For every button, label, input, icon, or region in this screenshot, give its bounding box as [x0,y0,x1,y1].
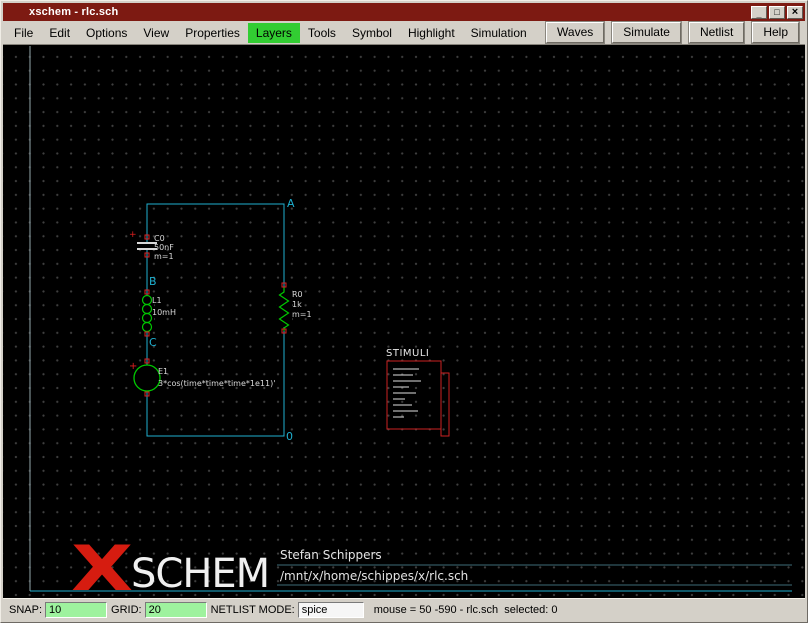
menu-properties[interactable]: Properties [177,23,248,43]
maximize-icon: □ [774,8,779,17]
help-button[interactable]: Help [752,22,799,43]
titlebar[interactable]: xschem - rlc.sch _ □ × [3,3,805,21]
menu-tools[interactable]: Tools [300,23,344,43]
grid-input[interactable] [145,602,207,618]
source-plus-mark: + [129,361,137,372]
capacitor-name[interactable]: C0 [154,234,165,243]
netlist-mode-input[interactable] [298,602,364,618]
schematic-canvas[interactable]: A B C 0 + C0 50nF m=1 [3,45,805,598]
status-info: mouse = 50 -590 - rlc.sch selected: 0 [374,604,558,616]
circuit-wires[interactable] [147,204,284,436]
net-label-ground[interactable]: 0 [286,430,293,443]
netlist-button[interactable]: Netlist [689,22,744,43]
source-name[interactable]: E1 [158,367,168,376]
maximize-button[interactable]: □ [769,6,785,19]
capacitor-plus-mark: + [129,230,137,240]
logo-x: X [71,532,133,598]
logo-schem: SCHEM [131,551,269,597]
close-button[interactable]: × [787,6,803,19]
menu-edit[interactable]: Edit [41,23,78,43]
net-label-c[interactable]: C [149,336,157,349]
resistor-value[interactable]: 1k [292,300,302,309]
waves-button[interactable]: Waves [546,22,604,43]
snap-input[interactable] [45,602,107,618]
menu-simulation[interactable]: Simulation [463,23,535,43]
resistor-mult[interactable]: m=1 [292,310,312,319]
net-label-b[interactable]: B [149,275,157,288]
capacitor-symbol[interactable]: + C0 50nF m=1 [129,230,174,261]
titleblock-author: Stefan Schippers [280,548,382,562]
menu-highlight[interactable]: Highlight [400,23,463,43]
inductor-symbol[interactable]: L1 10mH [140,290,176,336]
stimuli-side-outline [441,373,449,436]
menubar: File Edit Options View Properties Layers… [3,21,805,45]
capacitor-value[interactable]: 50nF [154,243,174,252]
window-title: xschem - rlc.sch [29,6,118,18]
close-icon: × [792,8,798,17]
net-label-a[interactable]: A [287,197,295,210]
stimuli-page-outline [387,361,441,429]
inductor-name[interactable]: L1 [152,296,162,305]
resistor-name[interactable]: R0 [292,290,303,299]
inductor-value[interactable]: 10mH [152,308,176,317]
minimize-button[interactable]: _ [751,6,767,19]
resistor-symbol[interactable]: R0 1k m=1 [277,283,312,333]
menu-options[interactable]: Options [78,23,135,43]
stimuli-text-lines [393,369,421,417]
snap-label: SNAP: [9,604,42,616]
grid-label: GRID: [111,604,142,616]
menu-view[interactable]: View [135,23,177,43]
source-value[interactable]: 3*cos(time*time*time*1e11)' [158,379,275,388]
menu-file[interactable]: File [6,23,41,43]
titleblock-path: /mnt/x/home/schippes/x/rlc.sch [280,569,468,583]
simulate-button[interactable]: Simulate [612,22,681,43]
netlist-mode-label: NETLIST MODE: [211,604,295,616]
voltage-source-symbol[interactable]: + E1 3*cos(time*time*time*1e11)' [129,359,275,396]
stimuli-label: STIMULI [386,348,429,359]
menu-symbol[interactable]: Symbol [344,23,400,43]
schematic-drawing: A B C 0 + C0 50nF m=1 [3,45,805,598]
capacitor-mult[interactable]: m=1 [154,252,174,261]
stimuli-symbol[interactable]: STIMULI [386,348,449,436]
minimize-icon: _ [756,10,761,19]
statusbar: SNAP: GRID: NETLIST MODE: mouse = 50 -59… [3,598,805,620]
menu-layers[interactable]: Layers [248,23,300,43]
